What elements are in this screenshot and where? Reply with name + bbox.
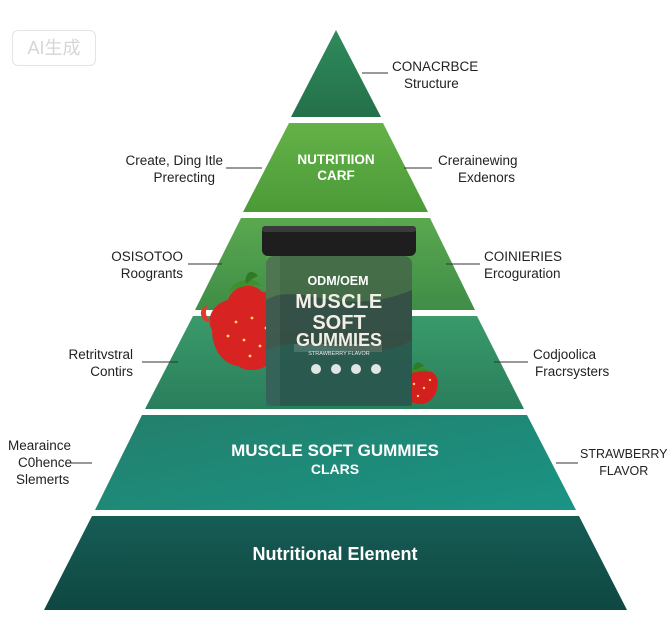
tier-5 [95, 415, 576, 510]
tier-2-line-2: CARF [317, 167, 355, 183]
tier-6-label: Nutritional Element [180, 544, 490, 565]
left-label-2-line-1: OSISOTOO [111, 249, 183, 264]
right-label-2-line-1: Crerainewing [438, 153, 518, 168]
left-label-4-line-3: Slemerts [16, 472, 70, 487]
right-label-2: Crerainewing Exdenors [438, 152, 518, 186]
left-label-3-line-1: Retritvstral [68, 347, 133, 362]
right-label-4-line-1: Codjoolica [533, 347, 597, 362]
tier-6-line-1: Nutritional Element [252, 544, 418, 564]
tier-2-label: NUTRITIION CARF [262, 152, 410, 183]
right-label-5-line-1: STRAWBERRY [580, 447, 668, 461]
left-label-4: Mearaince C0hence Slemerts [8, 437, 72, 488]
left-label-1-line-2: Prerecting [153, 170, 215, 185]
tier-6 [44, 516, 627, 610]
left-label-3: Retritvstral Contirs [68, 346, 133, 380]
left-label-1: Create, Ding Itle Prerecting [125, 152, 223, 186]
right-label-3-line-2: Ercoguration [484, 266, 561, 281]
right-label-1: CONACRBCE Structure [392, 58, 478, 92]
right-label-4-line-2: Fracrsysters [535, 364, 610, 379]
tier-2 [243, 123, 428, 212]
left-label-2-line-2: Roogrants [120, 266, 183, 281]
product-jar [262, 226, 416, 406]
left-label-3-line-2: Contirs [90, 364, 133, 379]
tier-5-line-1: MUSCLE SOFT GUMMIES [231, 441, 439, 460]
tier-5-line-2: CLARS [310, 460, 360, 477]
left-label-4-line-2: C0hence [18, 455, 73, 470]
watermark: AI生成 [12, 30, 96, 66]
right-label-5-line-2: FLAVOR [599, 464, 649, 478]
right-label-2-line-2: Exdenors [458, 170, 516, 185]
right-label-3: COINIERIES Ercoguration [484, 248, 562, 282]
jar-title-1: MUSCLE [295, 291, 383, 313]
jar-subtitle: STRAWBERRY FLAVOR [308, 351, 370, 357]
jar-badge: ODM/OEM [307, 274, 369, 288]
right-label-3-line-1: COINIERIES [484, 249, 563, 264]
connector-lines [68, 72, 578, 464]
tier-1 [291, 30, 381, 117]
tier-2-line-1: NUTRITIION [297, 152, 375, 167]
right-label-4: Codjoolica Fracrsysters [533, 346, 609, 380]
right-label-5: STRAWBERRY FLAVOR [580, 446, 668, 480]
left-label-1-line-1: Create, Ding Itle [125, 153, 223, 168]
left-label-4-line-1: Mearaince [8, 438, 72, 453]
right-label-1-line-1: CONACRBCE [392, 59, 479, 74]
jar-title-2: SOFT [312, 312, 366, 334]
tier-5-label: MUSCLE SOFT GUMMIES CLARS [180, 441, 490, 477]
right-label-1-line-2: Structure [404, 76, 459, 91]
left-label-2: OSISOTOO Roogrants [111, 248, 183, 282]
jar-title-3: GUMMIES [295, 330, 382, 350]
